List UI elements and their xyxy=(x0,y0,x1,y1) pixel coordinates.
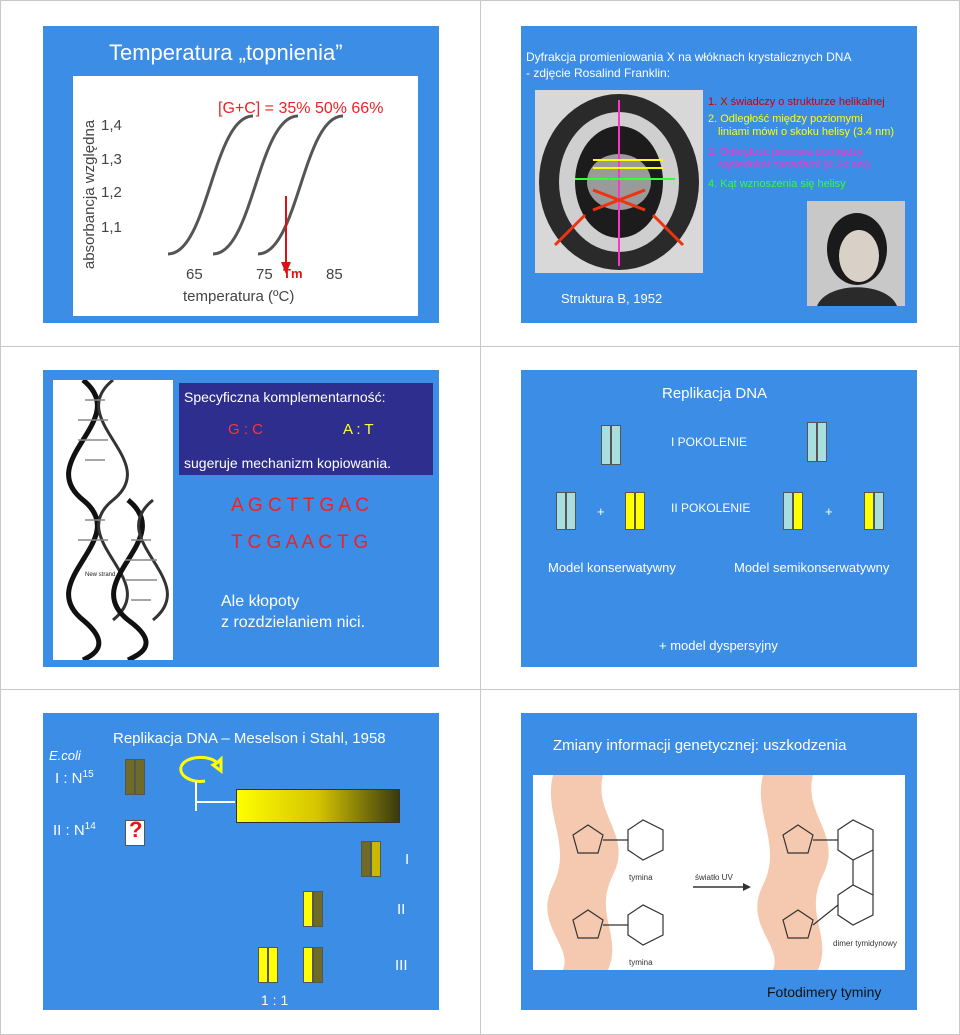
density-gradient-tube xyxy=(236,789,400,823)
generation-III-label: III xyxy=(395,957,408,974)
point-3: 3. Odległość pionowa pomiędzy xyxy=(708,146,864,158)
gen1-strand-right xyxy=(817,422,827,462)
problem-line1: Ale kłopoty xyxy=(221,593,300,610)
y-tick: 1,1 xyxy=(101,219,122,236)
y-tick: 1,3 xyxy=(101,151,122,168)
slide-genetic-damage: Zmiany informacji genetycznej: uszkodzen… xyxy=(521,713,917,1010)
uv-light-label: światło UV xyxy=(695,873,733,882)
conservative-child-left xyxy=(625,492,635,530)
diffraction-photo xyxy=(535,90,703,273)
gen1-strand-right xyxy=(611,425,621,465)
question-box xyxy=(125,820,145,846)
structure-caption: Struktura B, 1952 xyxy=(561,291,663,306)
gen1-strand-left xyxy=(601,425,611,465)
point-3-cont: sąsiednimi zasadami (0,34 nm) xyxy=(718,159,871,171)
gen-III-light-left xyxy=(258,947,268,983)
semiconservative-a-right xyxy=(793,492,803,530)
dimer-label: dimer tymidynowy xyxy=(833,939,898,948)
melting-chart: [G+C] = 35% 50% 66% absorbancja względna… xyxy=(73,76,418,316)
slide-title-line1: Dyfrakcja promieniowania X na włóknach k… xyxy=(526,50,852,64)
dna-helix-image: New strand xyxy=(53,380,173,660)
point-2-cont: liniami mówi o skoku helisy (3.4 nm) xyxy=(718,126,895,138)
ecoli-label: E.coli xyxy=(49,748,81,763)
x-axis-label: temperatura (ºC) xyxy=(183,288,295,305)
conservative-parent-right xyxy=(566,492,576,530)
complementarity-header: Specyficzna komplementarność: xyxy=(184,389,386,405)
gen-II-band-left xyxy=(303,891,313,927)
generation-II-label: II xyxy=(397,901,406,918)
bracket-line xyxy=(195,801,235,803)
plus-sign: + xyxy=(825,504,833,519)
generation-1-label: I POKOLENIE xyxy=(671,435,748,449)
point-4: 4. Kąt wznoszenia się helisy xyxy=(708,178,846,190)
point-1: 1. X świadczy o strukturze helikalnej xyxy=(708,96,885,108)
thymine-label: tymina xyxy=(629,958,653,967)
slide-caption: Fotodimery tyminy xyxy=(767,984,882,1000)
model-dispersive: + model dyspersyjny xyxy=(659,638,778,653)
ratio-label: 1 : 1 xyxy=(261,992,289,1008)
complementarity-subheader: sugeruje mechanizm kopiowania. xyxy=(184,455,391,471)
gen-III-hybrid-left xyxy=(303,947,313,983)
pair-gc: G : C xyxy=(228,421,264,438)
slide-title-line2: - zdjęcie Rosalind Franklin: xyxy=(526,66,671,80)
x-tick: 85 xyxy=(326,266,343,283)
conservative-parent-left xyxy=(556,492,566,530)
slide-title: Temperatura „topnienia” xyxy=(109,40,343,65)
question-mark: ? xyxy=(129,817,143,842)
transfer-arrow-icon xyxy=(173,753,227,787)
x-tick: 65 xyxy=(186,266,203,283)
heavy-dna-right xyxy=(135,759,145,795)
plus-sign: + xyxy=(597,504,605,519)
slide-title: Replikacja DNA – Meselson i Stahl, 1958 xyxy=(113,730,386,747)
slide-complementarity: New strand Specyficzna komplementarność:… xyxy=(43,370,439,667)
slide-title: Replikacja DNA xyxy=(662,385,768,402)
gen1-strand-left xyxy=(807,422,817,462)
y-tick: 1,4 xyxy=(101,117,122,134)
pair-at: A : T xyxy=(343,421,374,438)
conservative-child-right xyxy=(635,492,645,530)
gen-I-band-left xyxy=(361,841,371,877)
bracket-line xyxy=(195,781,197,811)
sequence-bottom: T C G A A C T G xyxy=(231,532,369,553)
rosalind-franklin-portrait xyxy=(807,201,905,306)
semiconservative-b-right xyxy=(874,492,884,530)
slide-replication-models: Replikacja DNA I POKOLENIE + II POKOLENI… xyxy=(521,370,917,667)
gen-III-light-right xyxy=(268,947,278,983)
generation-I-label: I xyxy=(405,851,410,868)
gen-II-band-right xyxy=(313,891,323,927)
sequence-top: A G C T T G A C xyxy=(231,495,369,516)
heavy-dna-left xyxy=(125,759,135,795)
gc-label: [G+C] = 35% 50% 66% xyxy=(218,100,384,117)
point-2: 2. Odległość między poziomymi xyxy=(708,113,863,125)
problem-line2: z rozdzielaniem nici. xyxy=(221,614,366,631)
tm-label: Tm xyxy=(283,266,303,281)
y-tick: 1,2 xyxy=(101,184,122,201)
semiconservative-b-left xyxy=(864,492,874,530)
row-1-label: I : N15 xyxy=(55,769,94,787)
slide-melting-temperature: Temperatura „topnienia” [G+C] = 35% 50% … xyxy=(43,26,439,323)
slide-meselson-stahl: Replikacja DNA – Meselson i Stahl, 1958 … xyxy=(43,713,439,1010)
x-tick: 75 xyxy=(256,266,273,283)
generation-2-label: II POKOLENIE xyxy=(671,501,751,515)
new-strand-label: New strand xyxy=(85,572,116,578)
complementarity-box xyxy=(179,383,433,475)
thymine-label: tymina xyxy=(629,873,653,882)
row-2-label: II : N14 xyxy=(53,821,96,839)
model-conservative: Model konserwatywny xyxy=(548,560,676,575)
slide-title: Zmiany informacji genetycznej: uszkodzen… xyxy=(553,737,847,754)
model-semiconservative: Model semikonserwatywny xyxy=(734,560,890,575)
y-axis-label: absorbancja względna xyxy=(81,119,99,270)
semiconservative-a-left xyxy=(783,492,793,530)
thymine-dimer-diagram: tymina tymina światło UV dimer tymidynow… xyxy=(533,775,905,970)
slide-xray-diffraction: Dyfrakcja promieniowania X na włóknach k… xyxy=(521,26,917,323)
gen-I-band-right xyxy=(371,841,381,877)
gen-III-hybrid-right xyxy=(313,947,323,983)
